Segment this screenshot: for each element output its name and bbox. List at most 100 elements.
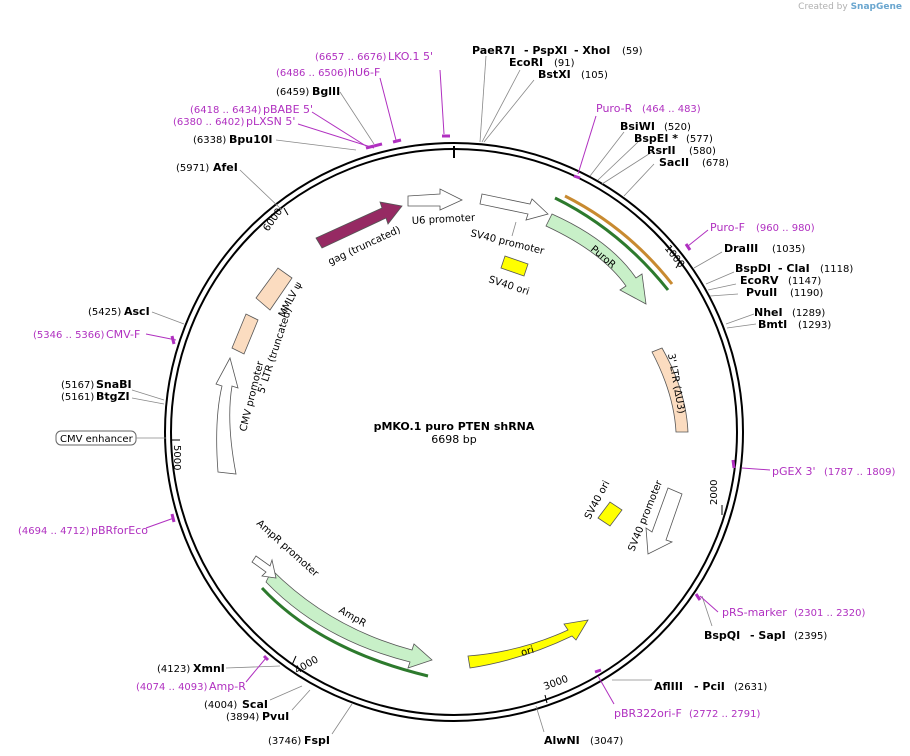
enzyme-scai-pos: (4004) <box>204 700 237 711</box>
enzyme-sapi-pos: (2395) <box>794 631 827 642</box>
enzyme-alwni[interactable]: AlwNI <box>544 734 580 747</box>
ltr5-feature[interactable] <box>231 313 259 355</box>
enzyme-xmni[interactable]: XmnI <box>193 662 225 675</box>
primer-plxsn[interactable]: pLXSN 5' <box>246 115 295 128</box>
enzyme-bstxi-pos: (105) <box>581 70 608 81</box>
primer-lko1[interactable]: LKO.1 5' <box>388 50 433 63</box>
enzyme-nhei-pos: (1289) <box>792 308 825 319</box>
primer-cmvf[interactable]: CMV-F <box>106 328 140 341</box>
enzyme-snabi[interactable]: SnaBI <box>96 378 132 391</box>
gag-feature[interactable] <box>315 201 403 249</box>
primer-pbrforeco-range: (4694 .. 4712) <box>18 526 90 537</box>
plasmid-size: 6698 bp <box>431 433 476 446</box>
enzyme-snabi-pos: (5167) <box>61 380 94 391</box>
primer-pbrforeco[interactable]: pBRforEco <box>91 524 148 537</box>
primer-pgex3[interactable]: pGEX 3' <box>772 465 816 478</box>
enzyme-bstxi[interactable]: BstXI <box>538 68 571 81</box>
sv40-ori-top-label: SV40 ori <box>487 274 530 297</box>
enzyme-bspei-pos: (577) <box>686 134 713 145</box>
enzyme-clai-pos: (1118) <box>820 264 853 275</box>
tick-label-2000: 2000 <box>709 480 720 505</box>
enzyme-bmti[interactable]: BmtI <box>758 318 787 331</box>
primer-pbr322ori-range: (2772 .. 2791) <box>689 709 761 720</box>
ltr3-feature[interactable] <box>651 347 689 433</box>
enzyme-afliii[interactable]: AflIII <box>654 680 683 693</box>
enzyme-pspxi[interactable]: - PspXI <box>524 44 567 57</box>
primer-puror-range: (464 .. 483) <box>642 104 701 115</box>
enzyme-asci-pos: (5425) <box>88 307 121 318</box>
primer-pbr322ori[interactable]: pBR322ori-F <box>614 707 682 720</box>
primer-prs-marker-range: (2301 .. 2320) <box>794 608 866 619</box>
enzyme-asci[interactable]: AscI <box>124 305 150 318</box>
ampr-promoter-feature[interactable] <box>251 555 277 579</box>
enzyme-bglii[interactable]: BglII <box>312 85 340 98</box>
tick-label-3000: 3000 <box>542 674 570 693</box>
snapgene-logo: SnapGene <box>850 2 902 12</box>
primer-labels: (6657 .. 6676) LKO.1 5' (6486 .. 6506) h… <box>18 50 896 720</box>
enzyme-pvui[interactable]: PvuI <box>262 710 289 723</box>
puror-feature[interactable] <box>545 213 647 305</box>
plasmid-title: pMKO.1 puro PTEN shRNA <box>374 420 535 433</box>
primer-hu6f[interactable]: hU6-F <box>348 66 380 79</box>
u6-promoter-feature[interactable] <box>407 188 463 211</box>
primer-ampr-range: (4074 .. 4093) <box>136 682 208 693</box>
enzyme-draiii-pos: (1035) <box>772 244 805 255</box>
primer-prs-marker[interactable]: pRS-marker <box>722 606 787 619</box>
enzyme-bmti-pos: (1293) <box>798 320 831 331</box>
enzyme-bspei[interactable]: BspEI * <box>634 132 678 145</box>
enzyme-ecorv-pos: (1147) <box>788 276 821 287</box>
ori-feature[interactable] <box>467 619 589 669</box>
primer-ampr[interactable]: Amp-R <box>209 680 246 693</box>
enzyme-bpu10i[interactable]: Bpu10I <box>229 133 273 146</box>
enzyme-bspqi[interactable]: BspQI <box>704 629 740 642</box>
enzyme-xhoi-pos: (59) <box>622 46 643 57</box>
enzyme-sacii-pos: (678) <box>702 158 729 169</box>
sv40-promoter-right-feature[interactable] <box>645 487 683 555</box>
primer-puror[interactable]: Puro-R <box>596 102 633 115</box>
primer-marks <box>170 134 736 674</box>
enzyme-nhei[interactable]: NheI <box>754 306 783 319</box>
enzyme-bsiwi-pos: (520) <box>664 122 691 133</box>
sv40-ori-top-feature[interactable] <box>500 255 529 277</box>
enzyme-draiii[interactable]: DraIII <box>724 242 758 255</box>
primer-purof[interactable]: Puro-F <box>710 221 745 234</box>
sv40-promoter-top-feature[interactable] <box>479 193 549 221</box>
enzyme-paer7i[interactable]: PaeR7I <box>472 44 515 57</box>
primer-cmvf-range: (5346 .. 5366) <box>33 330 105 341</box>
puror-primer-bar-2 <box>564 194 674 285</box>
backbone-outer <box>164 142 744 722</box>
enzyme-pvuii[interactable]: PvuII <box>746 286 777 299</box>
enzyme-pcii[interactable]: - PciI <box>694 680 725 693</box>
primer-pbabe[interactable]: pBABE 5' <box>263 103 313 116</box>
enzyme-btgzi[interactable]: BtgZI <box>96 390 130 403</box>
ampr-feature[interactable] <box>265 569 433 669</box>
enzyme-fspi[interactable]: FspI <box>304 734 330 747</box>
enzyme-xhoi[interactable]: - XhoI <box>574 44 610 57</box>
enzyme-afei[interactable]: AfeI <box>213 161 238 174</box>
enzyme-rsrii[interactable]: RsrII <box>647 144 676 157</box>
ori-label: ori <box>520 645 536 659</box>
enzyme-ecorv[interactable]: EcoRV <box>740 274 779 287</box>
enzyme-bspdi[interactable]: BspDI <box>735 262 771 275</box>
enzyme-sacii[interactable]: SacII <box>659 156 689 169</box>
enzyme-pvuii-pos: (1190) <box>790 288 823 299</box>
mmlv-feature[interactable] <box>255 267 293 311</box>
enzyme-xmni-pos: (4123) <box>157 664 190 675</box>
enzyme-scai[interactable]: ScaI <box>242 698 268 711</box>
credit-prefix: Created by <box>798 2 848 12</box>
enzyme-clai[interactable]: - ClaI <box>778 262 810 275</box>
enzyme-bpu10i-pos: (6338) <box>193 135 226 146</box>
tick-label-5000: 5000 <box>171 445 182 470</box>
enzyme-sapi[interactable]: - SapI <box>750 629 786 642</box>
enzyme-bsiwi[interactable]: BsiWI <box>620 120 655 133</box>
enzyme-leaders <box>131 55 757 735</box>
cmv-enhancer-label: CMV enhancer <box>60 434 134 445</box>
sv40-ori-right-feature[interactable] <box>597 501 623 527</box>
enzyme-btgzi-pos: (5161) <box>61 392 94 403</box>
primer-purof-range: (960 .. 980) <box>756 223 815 234</box>
cmv-promoter-feature[interactable] <box>215 356 239 475</box>
puror-primer-bar <box>554 196 670 291</box>
enzyme-alwni-pos: (3047) <box>590 736 623 747</box>
primer-pgex3-range: (1787 .. 1809) <box>824 467 896 478</box>
enzyme-ecori[interactable]: EcoRI <box>509 56 543 69</box>
